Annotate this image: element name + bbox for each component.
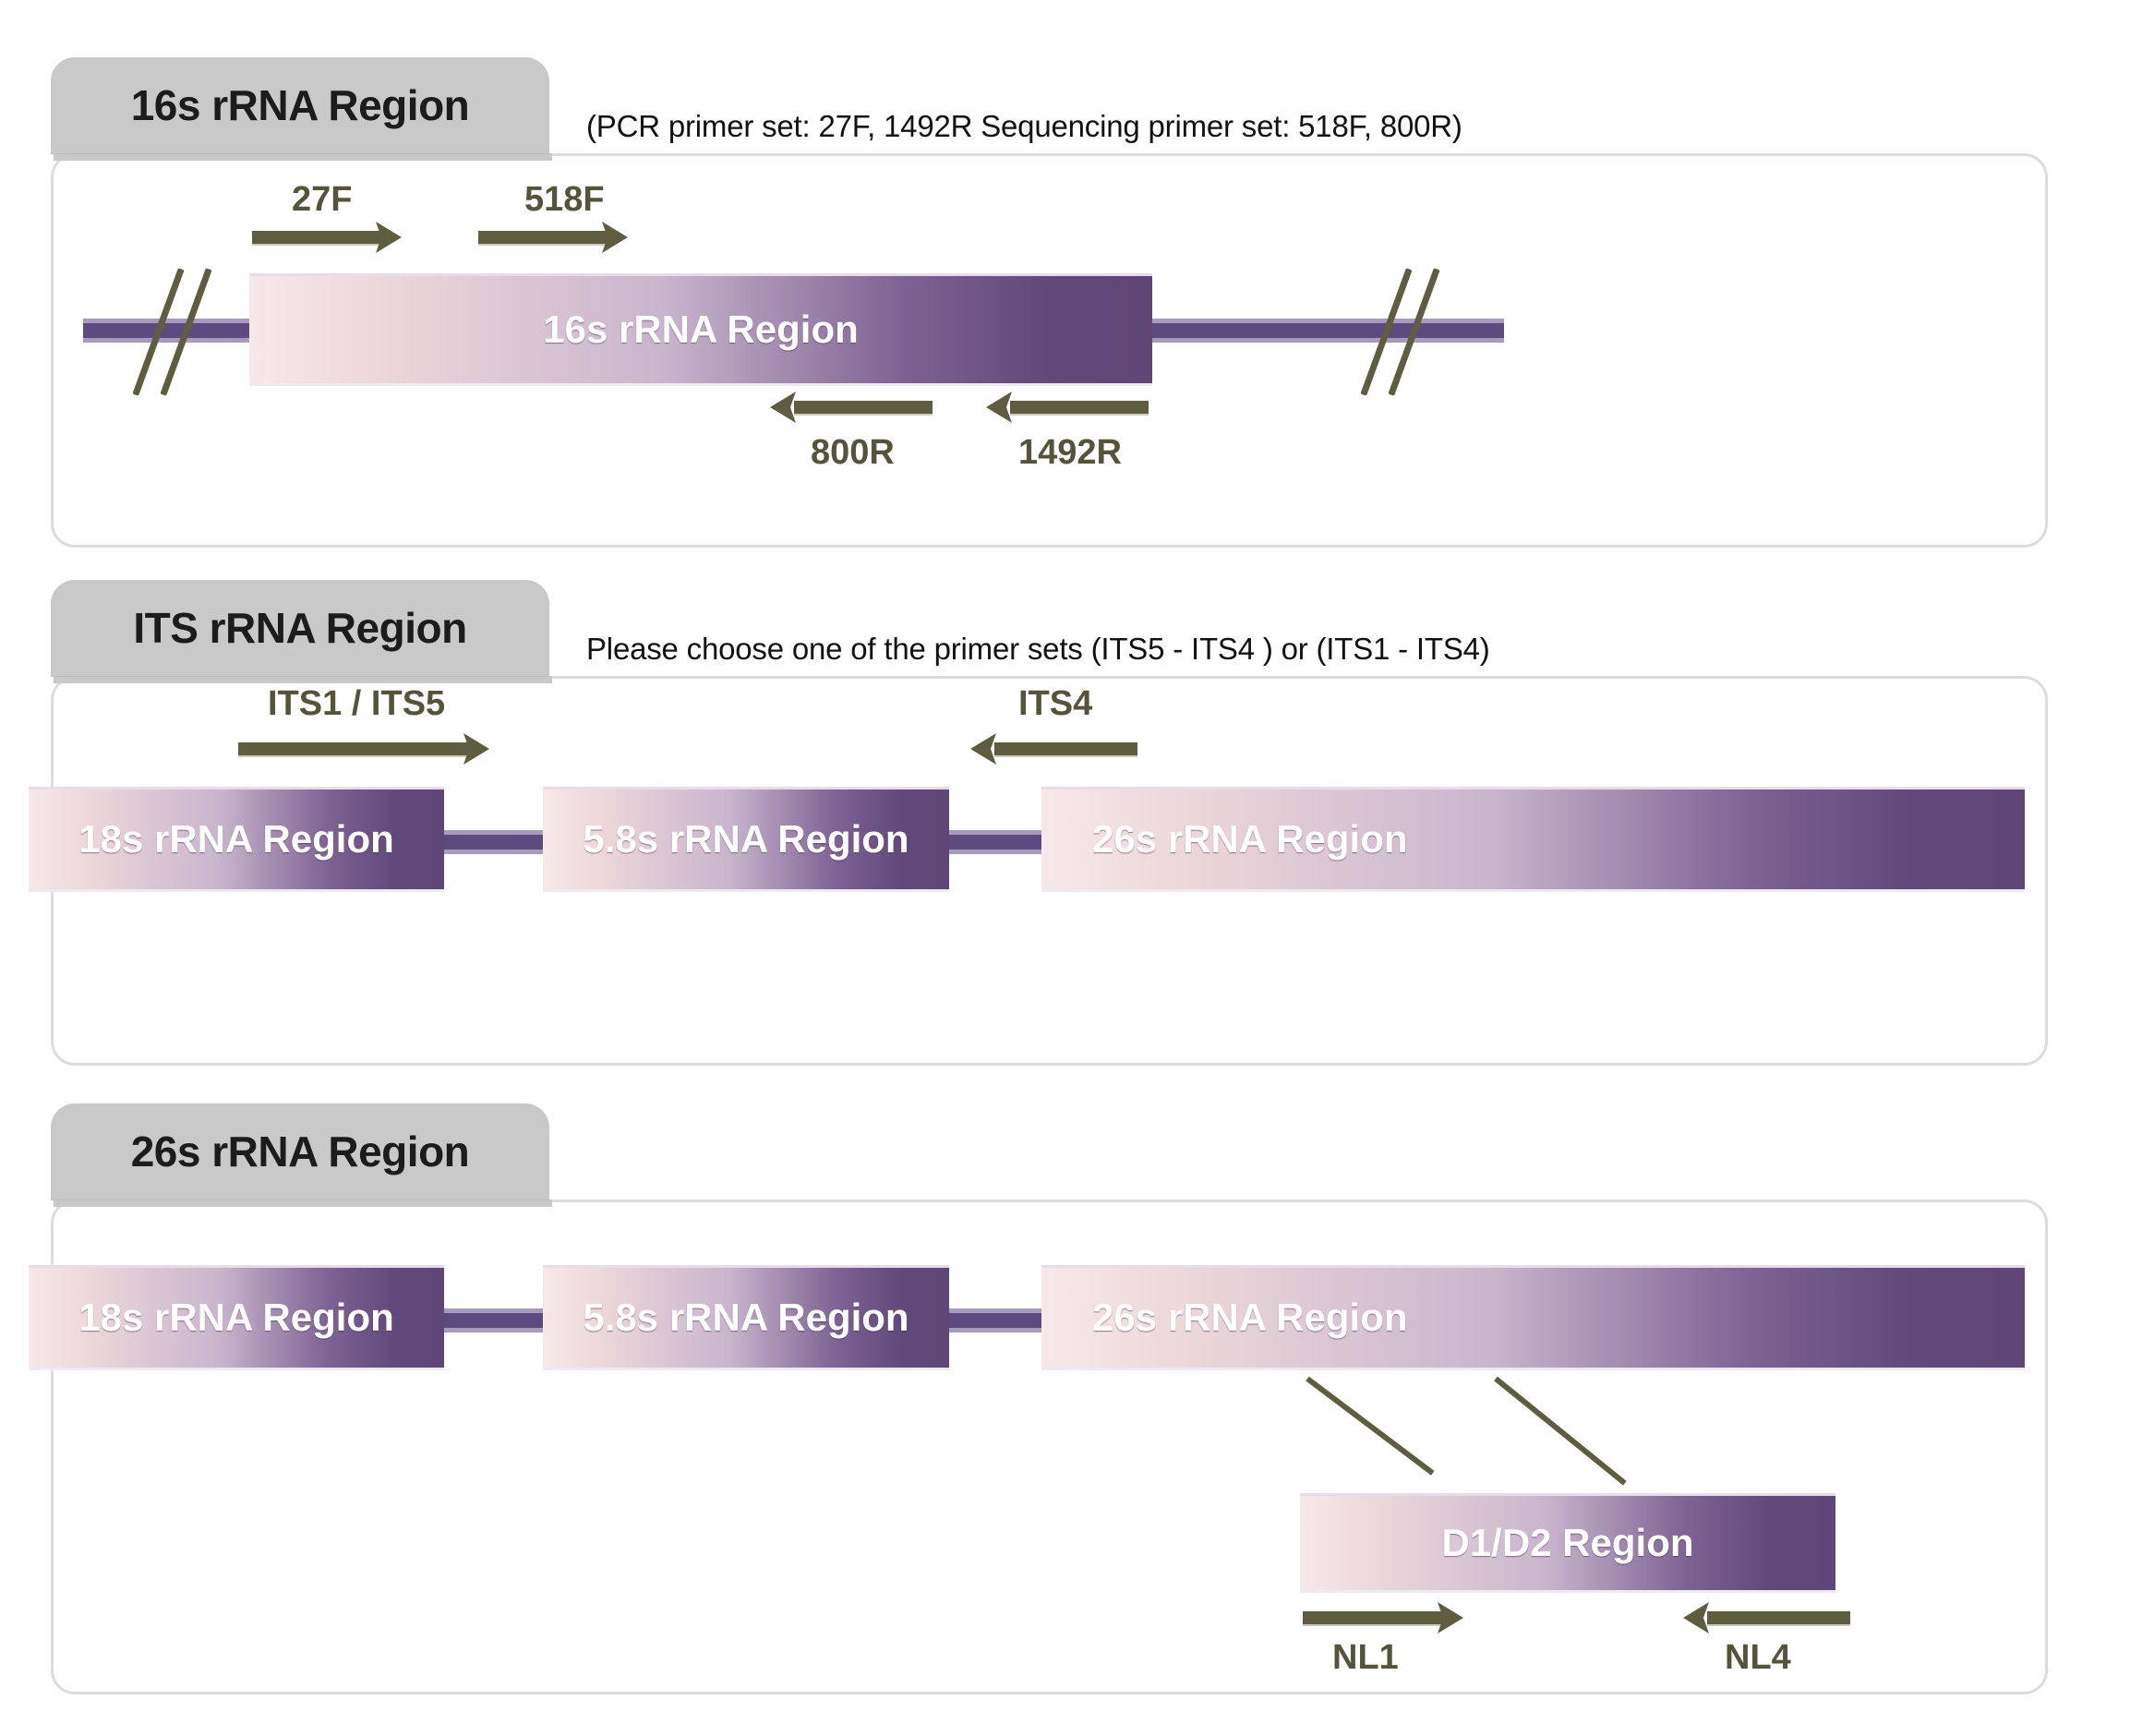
arrow-left-icon — [1683, 1602, 1709, 1634]
d1d2-region-bar-label: D1/D2 Region — [1441, 1521, 1694, 1564]
primer-label-800r: 800R — [811, 433, 895, 472]
strand-right-flank — [1149, 319, 1504, 343]
connector-leg-left — [1306, 1376, 1435, 1476]
26s-rrna-region-bar-label: 26s rRNA Region — [1092, 817, 1408, 861]
primer-arrow-nl1 — [1303, 1599, 1487, 1636]
18s-rrna-region-bar: 18s rRNA Region — [29, 790, 444, 889]
arrow-left-icon — [970, 733, 996, 765]
primer-arrow-518f — [478, 219, 646, 256]
primer-arrow-nl4 — [1676, 1599, 1860, 1636]
primer-arrow-27f — [252, 219, 420, 256]
arrow-left-icon — [770, 392, 796, 423]
26s-rrna-region-bar: 26s rRNA Region — [1041, 790, 2025, 889]
panel-26s-body: 18s rRNA Region 5.8s rRNA Region 26s rRN… — [29, 1200, 2048, 1694]
panel-its-tab[interactable]: ITS rRNA Region — [51, 580, 549, 676]
panel-26s-tab-label: 26s rRNA Region — [130, 1127, 470, 1175]
panel-16s-tab[interactable]: 16s rRNA Region — [51, 57, 549, 153]
58s-rrna-region-bar: 5.8s rRNA Region — [543, 1268, 949, 1368]
arrow-right-icon — [463, 733, 489, 765]
primer-arrow-its1-its5 — [238, 730, 515, 767]
panel-16s-body: 16s rRNA Region 27F 518F — [51, 153, 2048, 548]
18s-rrna-region-bar-label: 18s rRNA Region — [78, 1296, 394, 1339]
d1d2-region-bar: D1/D2 Region — [1300, 1496, 1835, 1590]
arrow-right-icon — [376, 222, 402, 253]
18s-rrna-region-bar: 18s rRNA Region — [29, 1268, 444, 1368]
primer-label-1492r: 1492R — [1018, 433, 1122, 472]
primer-arrow-its4 — [963, 730, 1148, 767]
panel-its-tab-label: ITS rRNA Region — [133, 604, 467, 652]
26s-rrna-region-bar: 26s rRNA Region — [1041, 1268, 2025, 1368]
58s-rrna-region-bar: 5.8s rRNA Region — [543, 790, 949, 889]
26s-rrna-region-bar-label: 26s rRNA Region — [1092, 1296, 1408, 1339]
58s-rrna-region-bar-label: 5.8s rRNA Region — [583, 817, 909, 861]
16s-rrna-region-bar-label: 16s rRNA Region — [543, 307, 859, 351]
panel-16s-note: (PCR primer set: 27F, 1492R Sequencing p… — [586, 109, 1462, 143]
18s-rrna-region-bar-label: 18s rRNA Region — [78, 817, 394, 861]
primer-arrow-1492r — [979, 389, 1156, 426]
primer-label-its4: ITS4 — [1018, 684, 1093, 723]
arrow-right-icon — [602, 222, 628, 253]
panel-16s-tab-label: 16s rRNA Region — [130, 81, 470, 129]
panel-26s-tab[interactable]: 26s rRNA Region — [51, 1103, 549, 1200]
primer-label-nl1: NL1 — [1332, 1638, 1399, 1677]
arrow-right-icon — [1438, 1602, 1463, 1634]
primer-label-nl4: NL4 — [1725, 1638, 1791, 1677]
connector-leg-right — [1494, 1376, 1627, 1486]
primer-arrow-800r — [763, 389, 940, 426]
panel-its-body: 18s rRNA Region 5.8s rRNA Region 26s rRN… — [29, 676, 2048, 1066]
primer-label-27f: 27F — [292, 180, 353, 219]
primer-label-518f: 518F — [524, 180, 605, 219]
58s-rrna-region-bar-label: 5.8s rRNA Region — [583, 1296, 909, 1339]
16s-rrna-region-bar: 16s rRNA Region — [249, 276, 1152, 383]
panel-its-note: Please choose one of the primer sets (IT… — [586, 632, 1490, 666]
arrow-left-icon — [986, 392, 1012, 423]
primer-label-its1-its5: ITS1 / ITS5 — [268, 684, 446, 723]
